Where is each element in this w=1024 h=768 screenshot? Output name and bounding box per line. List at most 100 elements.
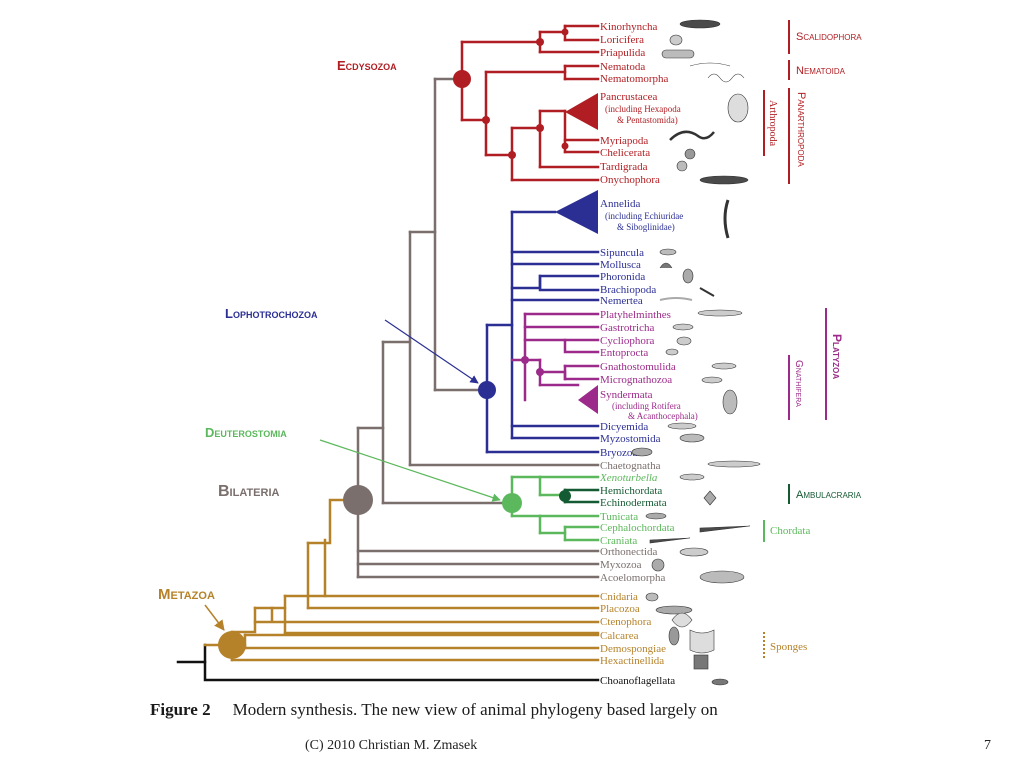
syndermata-triangle: [578, 385, 598, 414]
taxon-label: Pancrustacea: [600, 91, 658, 103]
taxon-label: Phoronida: [600, 271, 645, 283]
taxon-note: (including Hexapoda: [605, 104, 681, 114]
taxon-label: Priapulida: [600, 47, 645, 59]
organism-illustrations: [631, 19, 761, 686]
node-dot: [508, 151, 516, 159]
syndermata-illustration: [722, 389, 738, 415]
platyzoa-bracket: Platyzoa: [825, 308, 844, 420]
xenoturbella-illustration: [679, 473, 705, 481]
micrognathozoa-illustration: [701, 376, 723, 384]
hexactinellida-illustration: [693, 654, 709, 670]
ambulacraria-bracket: Ambulacraria: [788, 484, 862, 504]
lophotrochozoa-arrow: [384, 319, 479, 384]
node-dot: [536, 368, 544, 376]
taxon-label: Cephalochordata: [600, 522, 675, 534]
panarthropoda-bracket: Panarthropoda: [788, 88, 807, 184]
arthropoda-bracket: Arthropoda: [763, 90, 778, 156]
bilateria-taxa: Chaetognatha Orthonectida Myxozoa Acoelo…: [600, 460, 665, 584]
bilateria-branches: [356, 77, 600, 579]
ambulacraria-taxa: Hemichordata Echinodermata: [600, 485, 667, 509]
taxon-label: Orthonectida: [600, 546, 658, 558]
deuterostomia-label: Deuterostomia: [205, 425, 287, 440]
taxon-label: Tunicata: [600, 511, 638, 523]
taxon-label: Demospongiae: [600, 643, 666, 655]
taxon-label: Choanoflagellata: [600, 675, 675, 687]
myzostomida-illustration: [679, 433, 705, 443]
taxon-label: Myzostomida: [600, 433, 661, 445]
entoprocta-illustration: [665, 348, 679, 356]
scalidophora-bracket: Scalidophora: [788, 20, 862, 54]
priapulida-illustration: [661, 49, 695, 59]
metazoa-taxa: Cnidaria Placozoa Ctenophora Calcarea De…: [600, 591, 666, 667]
taxon-label: Hemichordata: [600, 485, 662, 497]
metazoa-label: Metazoa: [158, 586, 215, 603]
taxon-label: Cycliophora: [600, 335, 654, 347]
cnidaria-illustration: [645, 592, 659, 602]
taxon-note: (including Echiuridae: [605, 211, 683, 221]
platyzoa-taxa: Platyhelminthes Gastrotricha Cycliophora…: [600, 309, 698, 421]
svg-text:Arthropoda: Arthropoda: [767, 100, 778, 147]
placozoa-illustration: [655, 605, 693, 615]
taxon-note: & Siboglinidae): [617, 222, 675, 232]
bilateria-node: [343, 485, 373, 515]
brachiopoda-illustration: [699, 287, 715, 297]
taxon-label: Myriapoda: [600, 135, 648, 147]
page-number: 7: [984, 738, 991, 753]
taxon-note: & Acanthocephala): [628, 411, 698, 421]
orthonectida-illustration: [679, 547, 709, 557]
taxon-label: Gastrotricha: [600, 322, 654, 334]
taxon-label: Cnidaria: [600, 591, 638, 603]
node-dot: [482, 116, 490, 124]
platyzoa-branches: [510, 312, 600, 402]
caption-text: Modern synthesis. The new view of animal…: [232, 700, 718, 719]
branch-choanoflagellata: [176, 660, 600, 682]
taxon-label: Micrognathozoa: [600, 374, 672, 386]
pancrustacea-illustration: [727, 93, 749, 123]
svg-text:Panarthropoda: Panarthropoda: [795, 92, 807, 167]
chaetognatha-illustration: [707, 460, 761, 468]
gnathifera-bracket: Gnathifera: [788, 355, 804, 420]
node-dot: [561, 142, 569, 150]
annelida-triangle: [555, 190, 598, 234]
ambulacraria-node: [559, 490, 571, 502]
taxon-note: & Pentastomida): [617, 115, 678, 125]
taxon-label: Entoprocta: [600, 347, 648, 359]
metazoa-node: [218, 631, 246, 659]
svg-text:Ambulacraria: Ambulacraria: [796, 489, 862, 501]
ecdysozoa-branches: [460, 24, 600, 182]
node-dot: [521, 356, 529, 364]
dicyemida-illustration: [667, 422, 697, 430]
svg-text:Platyzoa: Platyzoa: [830, 334, 844, 379]
loricifera-illustration: [669, 34, 683, 46]
node-dot: [536, 124, 544, 132]
choanoflagellata-illustration: [711, 678, 729, 686]
lophotrochozoa-label: Lophotrochozoa: [225, 306, 318, 321]
echinodermata-illustration: [703, 490, 717, 506]
nematomorpha-illustration: [707, 73, 745, 83]
annelida-illustration: [723, 199, 730, 239]
gnathostomulida-illustration: [711, 362, 737, 370]
taxon-label: Placozoa: [600, 603, 640, 615]
taxon-note: (including Rotifera: [612, 401, 681, 411]
node-dot: [561, 28, 569, 36]
taxon-label: Calcarea: [600, 630, 639, 642]
taxon-label: Kinorhyncha: [600, 21, 658, 33]
taxon-label: Hexactinellida: [600, 655, 664, 667]
chelicerata-illustration: [684, 148, 696, 160]
taxon-label: Nematomorpha: [600, 73, 669, 85]
deuterostomia-arrow: [319, 439, 501, 502]
taxon-label: Nematoda: [600, 61, 645, 73]
lophotrochozoa-taxa: Annelida (including Echiuridae & Sibogli…: [600, 198, 683, 459]
ctenophora-illustration: [671, 612, 693, 628]
taxon-label: Craniata: [600, 535, 637, 547]
taxon-label: Syndermata: [600, 389, 653, 401]
copyright: (C) 2010 Christian M. Zmasek: [305, 738, 478, 753]
bryozoa-illustration: [631, 447, 653, 457]
gastrotricha-illustration: [672, 323, 694, 331]
taxon-label: Xenoturbella: [599, 472, 658, 484]
kinorhyncha-illustration: [679, 19, 721, 29]
svg-text:Nematoida: Nematoida: [796, 65, 846, 77]
ecdysozoa-label: Ecdysozoa: [337, 58, 397, 73]
taxon-label: Acoelomorpha: [600, 572, 665, 584]
taxon-label: Platyhelminthes: [600, 309, 671, 321]
